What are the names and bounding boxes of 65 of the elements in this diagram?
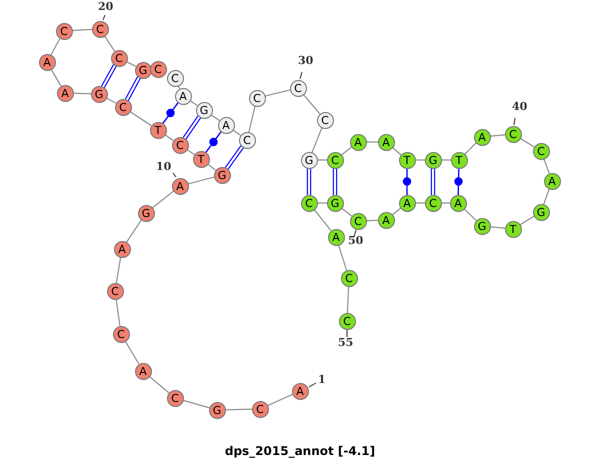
backbone-line bbox=[543, 158, 550, 174]
backbone-line bbox=[302, 94, 320, 114]
backbone-line bbox=[264, 89, 290, 97]
backbone-line bbox=[129, 110, 152, 126]
backbone-line bbox=[189, 100, 198, 106]
backbone-line bbox=[463, 208, 477, 221]
base-pair-line bbox=[182, 115, 202, 140]
backbone-line bbox=[104, 35, 116, 52]
backbone-line bbox=[340, 146, 352, 156]
backbone-line bbox=[490, 226, 506, 229]
base-pair-line bbox=[224, 145, 244, 170]
backbone-line bbox=[340, 208, 352, 216]
position-number: 1 bbox=[318, 374, 326, 385]
backbone-line bbox=[164, 134, 174, 141]
backbone-line bbox=[366, 220, 378, 222]
backbone-line bbox=[224, 408, 252, 410]
position-number: 20 bbox=[98, 1, 114, 12]
backbone-line bbox=[207, 163, 216, 171]
base-pair-line bbox=[430, 167, 436, 196]
backbone-line bbox=[366, 141, 378, 143]
backbone-line bbox=[148, 376, 170, 394]
backbone-line bbox=[490, 134, 506, 137]
backbone-line bbox=[248, 106, 256, 132]
backbone-line bbox=[116, 256, 122, 284]
backbone-line bbox=[415, 159, 425, 161]
position-number: 30 bbox=[298, 55, 314, 66]
caption: dps_2015_annot [-4.1] bbox=[224, 443, 376, 459]
backbone-line bbox=[464, 142, 477, 155]
backbone-line bbox=[317, 159, 327, 161]
backbone-line bbox=[392, 208, 402, 216]
backbone-line bbox=[415, 202, 425, 204]
backbone-line bbox=[72, 92, 92, 94]
backbone-line bbox=[106, 97, 116, 104]
backbone-line bbox=[346, 286, 350, 314]
backbone-line bbox=[441, 159, 451, 161]
backbone-line bbox=[50, 38, 61, 56]
backbone-line bbox=[152, 190, 174, 208]
backbone-line bbox=[392, 146, 402, 156]
position-number: 50 bbox=[348, 235, 364, 246]
base-pair-line bbox=[100, 64, 118, 88]
backbone-line bbox=[520, 216, 534, 226]
backbone-line bbox=[338, 244, 348, 271]
backbone-line bbox=[311, 127, 323, 153]
backbone-line bbox=[317, 202, 327, 204]
backbone-line bbox=[126, 219, 142, 243]
backbone-line bbox=[126, 61, 136, 67]
backbone-line bbox=[210, 114, 220, 121]
base-pair-line bbox=[124, 76, 142, 102]
backbone-line bbox=[188, 176, 214, 184]
backbone-line bbox=[543, 188, 550, 205]
base-pair-line bbox=[332, 167, 338, 196]
backbone-line bbox=[186, 148, 195, 156]
backbone-line bbox=[182, 400, 210, 408]
backbone-line bbox=[72, 28, 92, 32]
backbone-line bbox=[314, 208, 332, 232]
backbone-line bbox=[124, 340, 140, 364]
backbone-line bbox=[267, 394, 293, 406]
backbone-line bbox=[116, 298, 120, 326]
position-number: 10 bbox=[156, 161, 172, 172]
backbone-line bbox=[232, 129, 241, 136]
position-number: 55 bbox=[338, 337, 354, 348]
backbone-line bbox=[520, 138, 534, 148]
backbone-line bbox=[50, 68, 62, 86]
position-number: 40 bbox=[512, 101, 528, 112]
base-pair-line bbox=[306, 167, 312, 196]
